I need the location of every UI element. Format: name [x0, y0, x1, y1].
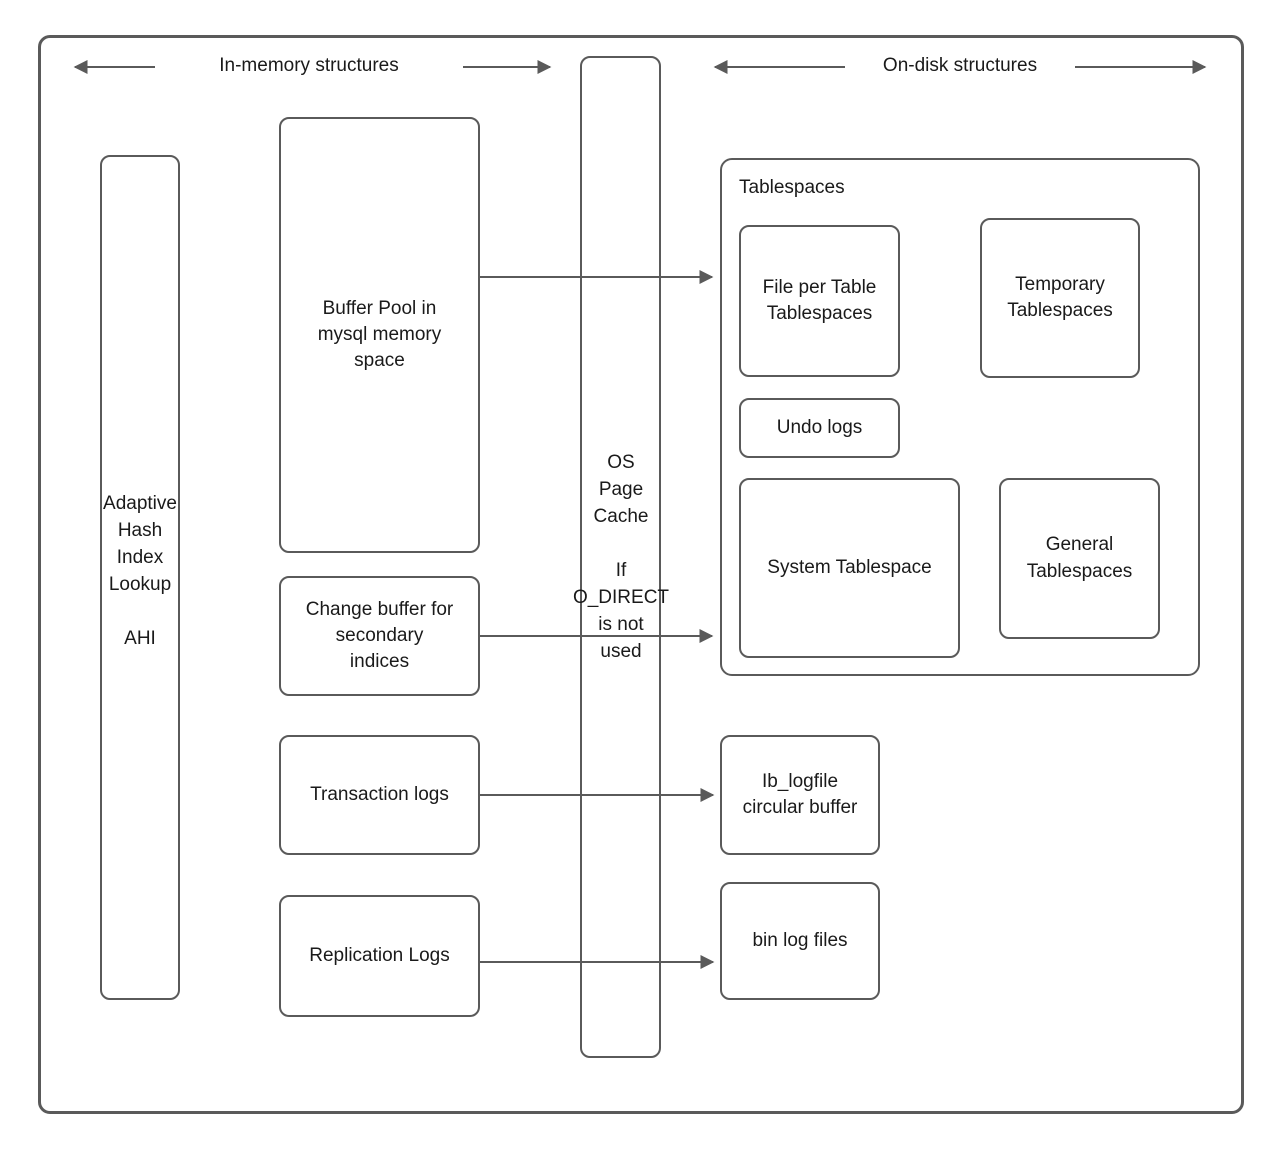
replication-logs-box[interactable]: Replication Logs	[279, 895, 480, 1017]
file-per-table-tablespaces-box[interactable]: File per Table Tablespaces	[739, 225, 900, 377]
system-tablespace-box[interactable]: System Tablespace	[739, 478, 960, 658]
ib-logfile-box[interactable]: Ib_logfile circular buffer	[720, 735, 880, 855]
general-tablespaces-box[interactable]: General Tablespaces	[999, 478, 1160, 639]
os-page-cache-label: OS Page Cache If O_DIRECT is not used	[572, 452, 670, 662]
in-memory-structures-label: In-memory structures	[219, 55, 399, 76]
buffer-pool-box[interactable]: Buffer Pool in mysql memory space	[279, 117, 480, 553]
temporary-tablespaces-box[interactable]: Temporary Tablespaces	[980, 218, 1140, 378]
os-page-cache-box[interactable]	[580, 56, 661, 1058]
undo-logs-box[interactable]: Undo logs	[739, 398, 900, 458]
change-buffer-box[interactable]: Change buffer for secondary indices	[279, 576, 480, 696]
adaptive-hash-index-box[interactable]	[100, 155, 180, 1000]
adaptive-hash-index-label: Adaptive Hash Index Lookup AHI	[103, 493, 177, 649]
tablespaces-group	[720, 158, 1200, 676]
tablespaces-group-title: Tablespaces	[739, 177, 845, 198]
bin-log-files-box[interactable]: bin log files	[720, 882, 880, 1000]
on-disk-structures-label: On-disk structures	[882, 55, 1038, 76]
outer-frame	[38, 35, 1244, 1114]
transaction-logs-box[interactable]: Transaction logs	[279, 735, 480, 855]
